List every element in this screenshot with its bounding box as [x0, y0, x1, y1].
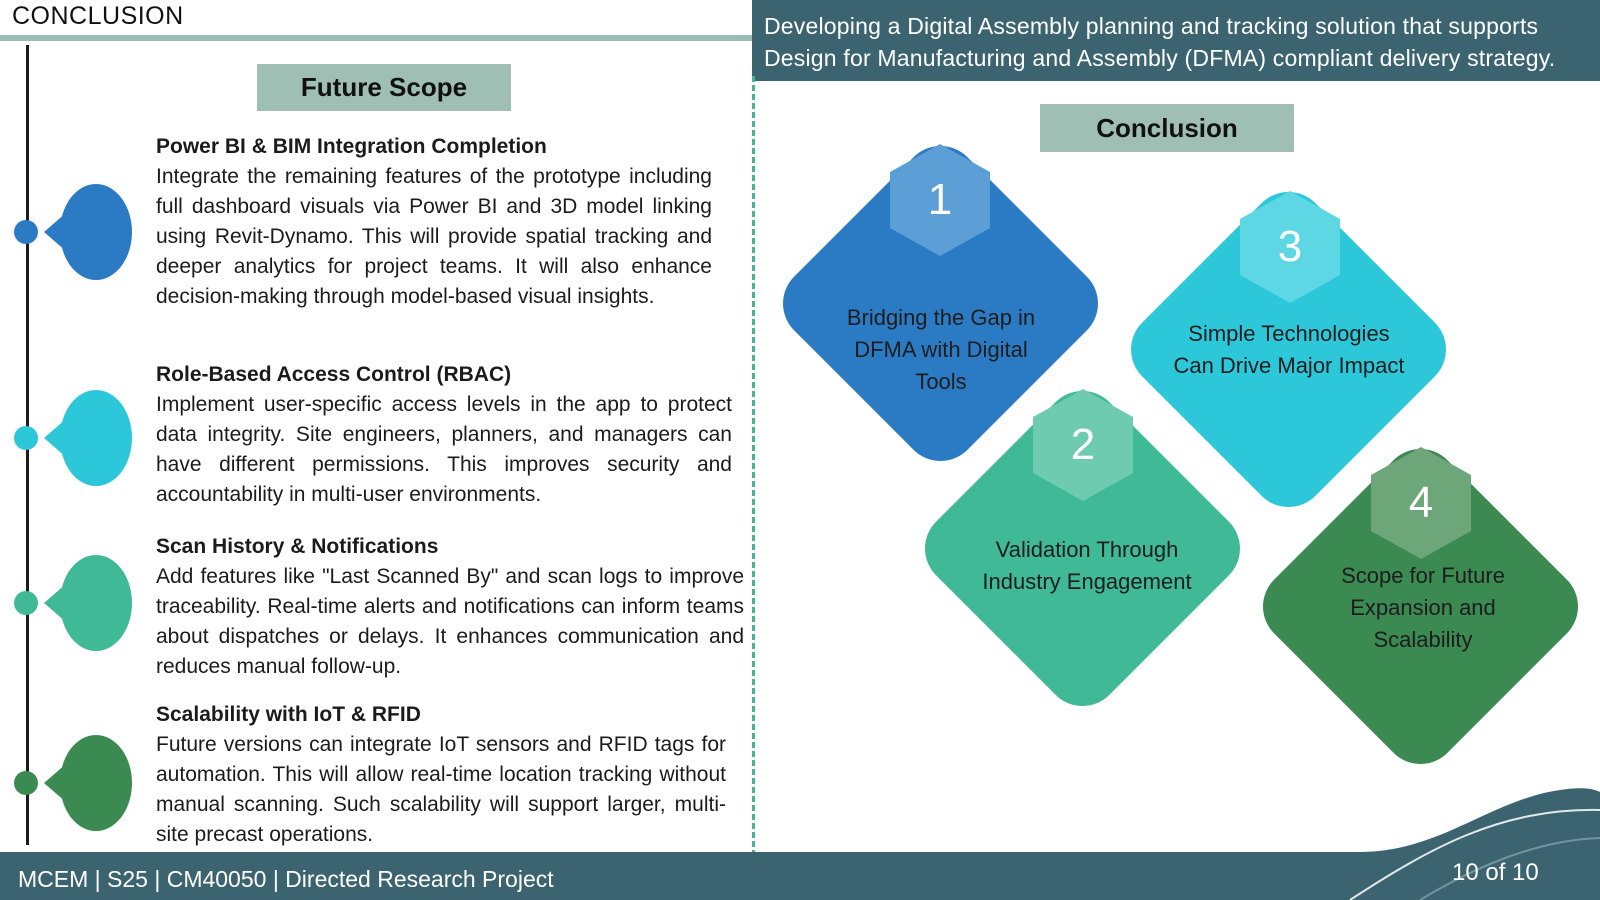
diamond-text: Scope for Future Expansion and Scalabili…: [1341, 563, 1505, 652]
hex-badge-1: 1: [890, 144, 990, 256]
item-body: Future versions can integrate IoT sensor…: [156, 733, 726, 846]
future-scope-item: Scalability with IoT & RFID Future versi…: [156, 700, 726, 850]
banner: Developing a Digital Assembly planning a…: [752, 0, 1600, 81]
timeline-marker-green: [14, 735, 132, 831]
page-number: 10 of 10: [1452, 859, 1539, 886]
future-scope-item: Power BI & BIM Integration Completion In…: [156, 132, 712, 312]
footer-label: MCEM | S25 | CM40050 | Directed Research…: [18, 866, 554, 892]
page-title: CONCLUSION: [12, 2, 184, 30]
item-body: Implement user-specific access levels in…: [156, 393, 732, 506]
item-body: Add features like "Last Scanned By" and …: [156, 565, 744, 678]
diamond-number: 4: [1408, 478, 1434, 527]
item-title: Power BI & BIM Integration Completion: [156, 135, 547, 158]
timeline-marker-blue: [14, 184, 132, 280]
future-scope-item: Role-Based Access Control (RBAC) Impleme…: [156, 360, 732, 510]
conclusion-heading: Conclusion: [1040, 104, 1294, 152]
banner-text: Developing a Digital Assembly planning a…: [764, 13, 1556, 71]
item-title: Scan History & Notifications: [156, 535, 439, 558]
timeline-marker-cyan: [14, 390, 132, 486]
future-scope-item: Scan History & Notifications Add feature…: [156, 532, 744, 682]
diamond-text: Simple Technologies Can Drive Major Impa…: [1173, 321, 1405, 378]
item-body: Integrate the remaining features of the …: [156, 165, 712, 308]
footer-wave: [0, 788, 1600, 900]
timeline-marker-teal: [14, 555, 132, 651]
future-scope-heading: Future Scope: [257, 64, 511, 111]
item-title: Scalability with IoT & RFID: [156, 703, 421, 726]
diamond-number: 2: [1070, 420, 1096, 469]
header-rule: [0, 35, 752, 41]
diamond-number: 3: [1277, 222, 1303, 271]
diamond-text: Bridging the Gap in DFMA with Digital To…: [846, 305, 1036, 394]
item-title: Role-Based Access Control (RBAC): [156, 363, 512, 386]
diamond-text: Validation Through Industry Engagement: [982, 537, 1192, 594]
diamond-number: 1: [927, 175, 953, 224]
dashed-divider: [752, 76, 755, 856]
